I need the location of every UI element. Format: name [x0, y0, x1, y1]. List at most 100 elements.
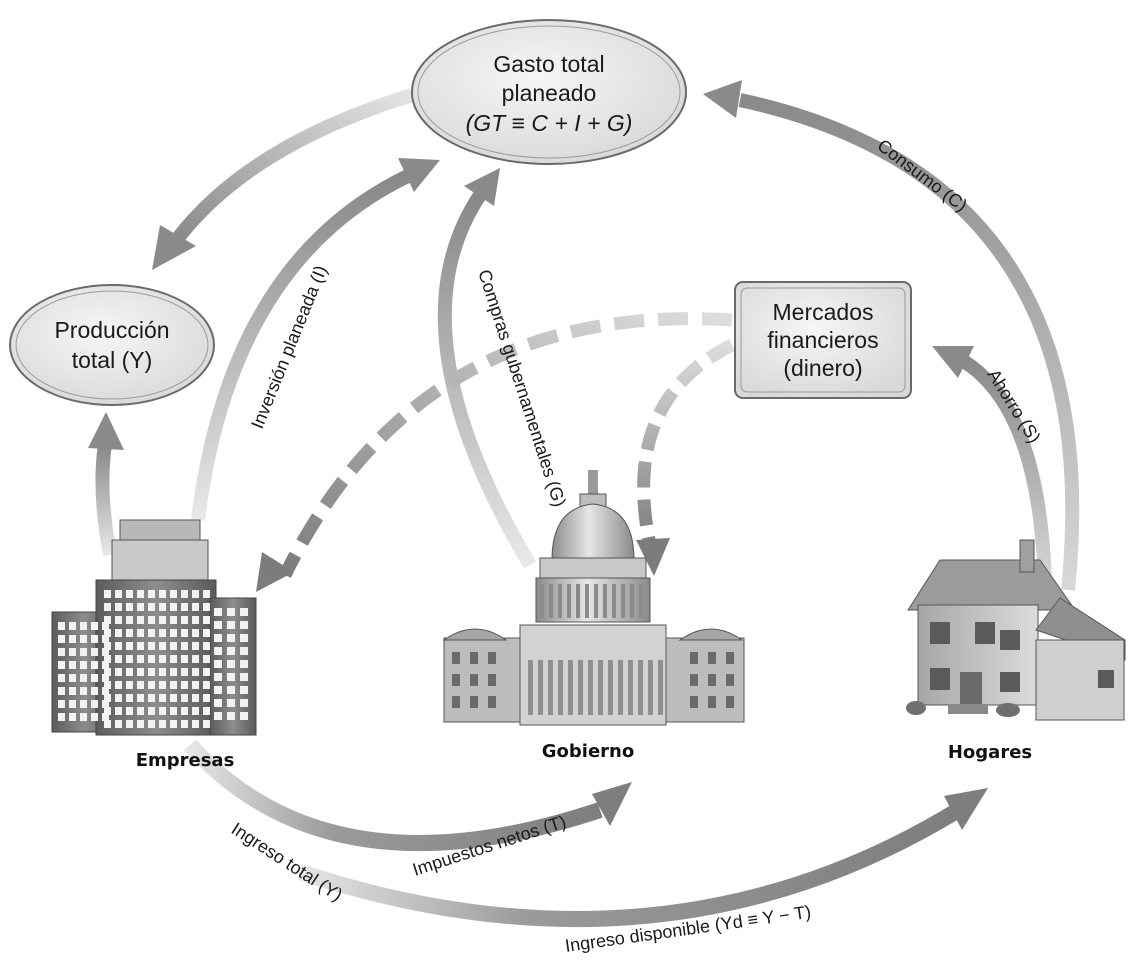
- window: [488, 674, 496, 686]
- window: [137, 616, 144, 624]
- window: [159, 707, 166, 715]
- window: [69, 648, 76, 656]
- window: [181, 590, 188, 598]
- window: [159, 629, 166, 637]
- window: [192, 642, 199, 650]
- window: [126, 616, 133, 624]
- column: [548, 660, 553, 715]
- window: [181, 642, 188, 650]
- column: [538, 660, 543, 715]
- window: [170, 694, 177, 702]
- arrow-inversion: [191, 158, 440, 521]
- window: [203, 642, 210, 650]
- window: [181, 694, 188, 702]
- window: [104, 603, 111, 611]
- window: [69, 622, 76, 630]
- window: [58, 648, 65, 656]
- gasto-line3: (GT ≡ C + I + G): [466, 110, 633, 136]
- window: [240, 712, 248, 720]
- window: [203, 707, 210, 715]
- window: [58, 687, 65, 695]
- window: [91, 713, 98, 721]
- window: [690, 696, 698, 708]
- window: [126, 642, 133, 650]
- window: [488, 652, 496, 664]
- column: [578, 660, 583, 715]
- column: [540, 584, 544, 618]
- window: [240, 673, 248, 681]
- window: [452, 674, 460, 686]
- window: [115, 590, 122, 598]
- window: [148, 668, 155, 676]
- label-hogares: Hogares: [948, 742, 1032, 763]
- window: [137, 681, 144, 689]
- window: [80, 700, 87, 708]
- window: [102, 700, 109, 708]
- window: [58, 700, 65, 708]
- window: [91, 674, 98, 682]
- window: [214, 647, 222, 655]
- gasto-line1: Gasto total: [493, 51, 604, 77]
- window: [170, 629, 177, 637]
- label-inversion: Inversión planeada (I): [247, 263, 331, 432]
- window: [104, 681, 111, 689]
- window: [148, 694, 155, 702]
- window: [115, 668, 122, 676]
- window: [488, 696, 496, 708]
- window: [170, 720, 177, 728]
- window: [115, 694, 122, 702]
- window: [58, 635, 65, 643]
- window: [203, 629, 210, 637]
- window: [91, 622, 98, 630]
- window: [227, 712, 235, 720]
- window: [115, 681, 122, 689]
- window: [102, 635, 109, 643]
- window: [708, 674, 716, 686]
- window: [690, 674, 698, 686]
- window: [91, 661, 98, 669]
- label-gobierno: Gobierno: [542, 741, 634, 762]
- node-produccion-total: Producción total (Y): [9, 284, 215, 406]
- column: [628, 660, 633, 715]
- window: [214, 621, 222, 629]
- column: [648, 660, 653, 715]
- window: [91, 700, 98, 708]
- window: [181, 603, 188, 611]
- window: [227, 634, 235, 642]
- column: [568, 660, 573, 715]
- mercados-line1: Mercados: [773, 299, 874, 325]
- window: [203, 681, 210, 689]
- window: [69, 687, 76, 695]
- window: [227, 660, 235, 668]
- window: [203, 694, 210, 702]
- label-consumo: Consumo (C): [874, 135, 972, 215]
- produccion-line2: total (Y): [72, 347, 153, 373]
- window: [115, 720, 122, 728]
- window: [214, 712, 222, 720]
- window: [192, 603, 199, 611]
- window: [115, 629, 122, 637]
- window: [148, 603, 155, 611]
- dashed-arrow-mercados-to-empresas: [256, 312, 733, 592]
- window: [80, 661, 87, 669]
- window: [102, 713, 109, 721]
- window: [726, 674, 734, 686]
- column: [588, 660, 593, 715]
- window: [58, 674, 65, 682]
- window: [181, 616, 188, 624]
- arrow-consumo: [703, 80, 1080, 591]
- window: [170, 590, 177, 598]
- window: [203, 603, 210, 611]
- window: [148, 720, 155, 728]
- window: [192, 707, 199, 715]
- window: [102, 661, 109, 669]
- window: [452, 696, 460, 708]
- arrow-gasto-to-produccion: [152, 88, 415, 270]
- window: [58, 661, 65, 669]
- window: [137, 629, 144, 637]
- column: [608, 660, 613, 715]
- window: [126, 603, 133, 611]
- window: [137, 707, 144, 715]
- mercados-line2: financieros: [767, 327, 878, 353]
- window: [470, 696, 478, 708]
